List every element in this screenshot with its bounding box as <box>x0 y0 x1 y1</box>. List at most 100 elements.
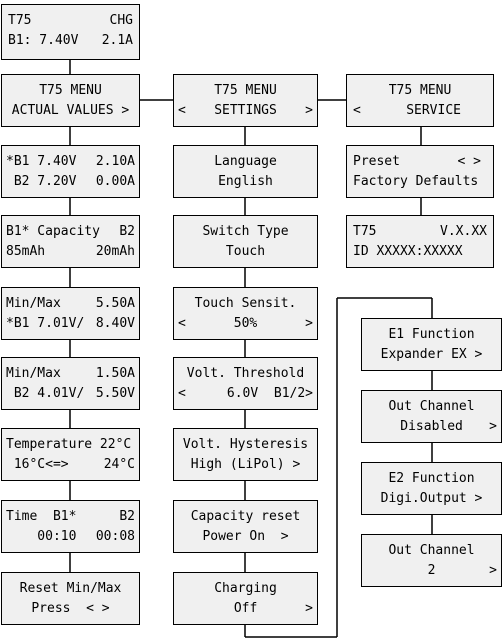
setting-value: English <box>218 174 273 189</box>
arrow-left-icon[interactable]: < <box>353 103 361 118</box>
value-label: 85mAh <box>6 244 46 259</box>
value-label: B2 4.01V/ <box>6 386 85 401</box>
setting-label: Touch Sensit. <box>194 296 297 311</box>
home-model: T75 <box>8 13 32 28</box>
setting-value: Touch <box>225 244 266 259</box>
arrow-right-icon[interactable]: > <box>305 103 313 118</box>
channel-out-channel-2[interactable]: Out Channel 2 > <box>361 534 502 587</box>
menu-title: T75 MENU <box>388 83 452 98</box>
home-current: 2.1A <box>101 33 133 48</box>
value-label: *B1 7.01V/ <box>6 316 85 331</box>
channel-out-channel-1[interactable]: Out Channel Disabled > <box>361 390 502 443</box>
actual-value-item: *B1 7.40V 2.10A B2 7.20V 0.00A <box>1 145 140 198</box>
arrow-right-icon[interactable]: > <box>280 529 289 544</box>
arrow-left-icon[interactable]: < <box>178 316 186 331</box>
arrow-right-icon[interactable]: > <box>489 563 497 578</box>
arrow-right-icon[interactable]: > <box>121 103 130 118</box>
value-reading: 5.50V <box>95 386 135 401</box>
setting-charging[interactable]: Charging Off > <box>173 572 318 625</box>
value-reading: 5.50A <box>95 296 135 311</box>
device-id: ID XXXXX:XXXXX <box>353 244 463 259</box>
setting-value: Power On <box>202 529 266 544</box>
setting-value: 6.0V B1/2> <box>226 386 313 401</box>
channel-value: 2 <box>427 563 436 578</box>
arrow-right-icon[interactable]: > <box>305 316 313 331</box>
value-reading: B2 <box>119 509 135 524</box>
value-label: Time B1* <box>6 509 77 524</box>
setting-label: Volt. Hysteresis <box>182 437 309 452</box>
setting-label: Switch Type <box>202 224 289 239</box>
arrow-left-icon[interactable]: < <box>178 386 186 401</box>
channel-e1-function[interactable]: E1 Function Expander EX > <box>361 318 502 371</box>
channel-label: Out Channel <box>388 399 475 414</box>
actual-value-item: Min/Max 5.50A *B1 7.01V/8.40V <box>1 287 140 340</box>
menu-subtitle: SETTINGS <box>214 103 277 118</box>
home-status: CHG <box>109 13 133 28</box>
setting-language[interactable]: Language English <box>173 145 318 198</box>
menu-service[interactable]: T75 MENU < SERVICE <box>346 74 494 127</box>
menu-settings[interactable]: T75 MENU < SETTINGS > <box>173 74 318 127</box>
channel-value: Digi.Output <box>380 491 467 506</box>
setting-value: High (LiPol) <box>190 457 285 472</box>
channel-e2-function[interactable]: E2 Function Digi.Output > <box>361 462 502 515</box>
value-label: 16°C<=> <box>6 457 69 472</box>
value-reading: 00:08 <box>95 529 135 544</box>
actual-value-item: Min/Max 1.50A B2 4.01V/5.50V <box>1 357 140 410</box>
actual-value-item: Time B1* B2 00:10 00:08 <box>1 500 140 553</box>
service-label: Preset <box>353 154 400 169</box>
setting-switch-type[interactable]: Switch Type Touch <box>173 215 318 268</box>
value-reading: 20mAh <box>95 244 135 259</box>
service-version: T75 V.X.XX ID XXXXX:XXXXX <box>346 215 494 268</box>
setting-label: Capacity reset <box>190 509 301 524</box>
setting-volt-threshold[interactable]: Volt. Threshold <6.0V B1/2> <box>173 357 318 410</box>
setting-capacity-reset[interactable]: Capacity reset Power On > <box>173 500 318 553</box>
value-label: Min/Max <box>6 296 61 311</box>
menu-title: T75 MENU <box>39 83 102 98</box>
setting-value: 50% <box>233 316 258 331</box>
channel-value: Expander EX <box>380 347 467 362</box>
menu-subtitle: ACTUAL VALUES <box>11 103 114 118</box>
menu-subtitle: SERVICE <box>406 103 461 118</box>
version-value: V.X.XX <box>440 224 487 239</box>
home-display: T75 CHG B1: 7.40V 2.1A <box>1 4 140 60</box>
arrow-right-icon[interactable]: > <box>474 347 483 362</box>
service-value: Factory Defaults <box>353 174 479 189</box>
menu-title: T75 MENU <box>214 83 277 98</box>
setting-volt-hysteresis[interactable]: Volt. Hysteresis High (LiPol) > <box>173 428 318 481</box>
reset-min-max-item[interactable]: Reset Min/Max Press < > <box>1 572 140 625</box>
actual-value-item: Temperature 22°C 16°C<=> 24°C <box>1 428 140 481</box>
channel-value: Disabled <box>400 419 463 434</box>
value-reading: 0.00A <box>95 174 135 189</box>
setting-label: Charging <box>214 581 277 596</box>
item-label: Reset Min/Max <box>19 581 122 596</box>
arrow-left-icon[interactable]: < <box>178 103 186 118</box>
value-label: Min/Max <box>6 366 61 381</box>
setting-value: Off <box>233 601 258 616</box>
home-voltage: B1: 7.40V <box>8 33 79 48</box>
channel-label: Out Channel <box>388 543 475 558</box>
setting-touch-sensitivity[interactable]: Touch Sensit. <50% > <box>173 287 318 340</box>
arrows-icon[interactable]: < > <box>457 154 481 169</box>
arrow-right-icon[interactable]: > <box>292 457 301 472</box>
value-label: B2 7.20V <box>6 174 77 189</box>
value-reading: 8.40V <box>95 316 135 331</box>
value-reading: 2.10A <box>95 154 135 169</box>
value-reading: 1.50A <box>95 366 135 381</box>
service-label: T75 <box>353 224 377 239</box>
value-label: *B1 7.40V <box>6 154 77 169</box>
arrow-right-icon[interactable]: > <box>305 601 313 616</box>
value-label: Temperature 22°C <box>6 437 132 452</box>
channel-label: E2 Function <box>388 471 475 486</box>
channel-label: E1 Function <box>388 327 475 342</box>
setting-label: Language <box>214 154 277 169</box>
value-reading: 24°C <box>103 457 135 472</box>
item-value: Press < > <box>31 601 110 616</box>
service-preset[interactable]: Preset < > Factory Defaults <box>346 145 494 198</box>
value-label: 00:10 <box>6 529 77 544</box>
arrow-right-icon[interactable]: > <box>474 491 483 506</box>
menu-actual-values[interactable]: T75 MENU ACTUAL VALUES > <box>1 74 140 127</box>
arrow-right-icon[interactable]: > <box>489 419 497 434</box>
setting-label: Volt. Threshold <box>186 366 305 381</box>
